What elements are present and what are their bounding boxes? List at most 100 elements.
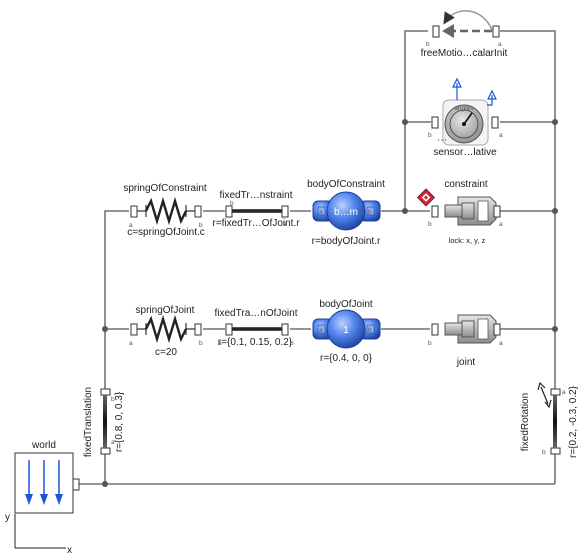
- world-axes-icon: [14, 514, 66, 549]
- constraint-port-b[interactable]: [431, 205, 439, 218]
- body-of-constraint-inner-label: b…m: [334, 207, 358, 218]
- spring-of-constraint-port-b-label: b: [199, 222, 203, 229]
- body-of-joint-inner-label: 1: [343, 325, 349, 336]
- sensor-port-a-label: a: [499, 132, 503, 139]
- joint-port-b-label: b: [428, 340, 432, 347]
- fixed-translation-joint-port-a[interactable]: [225, 323, 233, 336]
- free-motion-port-a-label: a: [498, 41, 502, 48]
- spring-of-constraint-port-a-label: a: [129, 222, 133, 229]
- spring-of-joint-component[interactable]: springOfJoint a b c=20: [129, 305, 203, 358]
- constraint-port-b-label: b: [428, 221, 432, 228]
- rotation-arrow-icon: [540, 386, 549, 405]
- body-of-constraint-param: r=bodyOfJoint.r: [312, 236, 381, 247]
- sensor-gauge-text: angles: [454, 105, 474, 112]
- joint-port-b[interactable]: [431, 323, 439, 336]
- constraint-label: constraint: [444, 179, 488, 190]
- joint-label: joint: [456, 357, 476, 368]
- world-frame-port[interactable]: [72, 478, 80, 491]
- sensor-dots: ⋯: [437, 135, 447, 146]
- fixed-translation-constraint-param: r=fixedTr…OfJoint.r: [212, 218, 300, 229]
- fixed-rotation-port-b-label: b: [542, 449, 546, 456]
- spring-of-joint-port-b-label: b: [199, 340, 203, 347]
- spring-of-constraint-port-a[interactable]: [130, 205, 138, 218]
- world-axis-y-label: y: [5, 512, 10, 523]
- constraint-lock-icon: [416, 188, 436, 207]
- rod-icon: [553, 395, 557, 448]
- spring-of-constraint-param: c=springOfJoint.c: [127, 227, 205, 238]
- body-of-joint-port-b-label: b: [368, 327, 372, 334]
- fixed-rotation-label: fixedRotation: [520, 393, 531, 451]
- free-motion-port-a[interactable]: [492, 25, 500, 38]
- fixed-rotation-param: r={0.2, -0.3, 0.2}: [568, 385, 579, 458]
- rod-icon: [103, 395, 107, 448]
- body-sphere-icon: [326, 309, 366, 349]
- fixed-translation-joint-port-b[interactable]: [281, 323, 289, 336]
- fixed-translation-joint-label: fixedTra…nOfJoint: [215, 308, 298, 319]
- fixed-rotation-port-a-label: a: [562, 389, 566, 396]
- world-label: world: [31, 440, 56, 451]
- body-of-constraint-port-a[interactable]: [317, 206, 326, 216]
- fixed-rotation-port-b[interactable]: [550, 447, 561, 455]
- spring-of-joint-param: c=20: [155, 347, 177, 358]
- fixed-translation-constraint-port-b[interactable]: [281, 205, 289, 218]
- fixed-translation-port-b-label: b: [111, 396, 115, 403]
- spring-of-joint-port-a-label: a: [129, 340, 133, 347]
- fixed-translation-joint-component[interactable]: fixedTra…nOfJoint a b r={0.1, 0.15, 0.2}: [215, 308, 298, 348]
- sensor-output-w-icon: [487, 89, 497, 100]
- joint-port-a[interactable]: [493, 323, 501, 336]
- free-motion-port-b[interactable]: [432, 25, 440, 38]
- spring-coil-icon: [144, 314, 188, 344]
- connection-wires: [76, 30, 556, 485]
- fixed-translation-constraint-port-b-label: a: [283, 221, 287, 228]
- fixed-translation-joint-param: r={0.1, 0.15, 0.2}: [218, 337, 293, 348]
- body-of-joint-port-a[interactable]: [317, 324, 326, 334]
- sensor-port-a[interactable]: [491, 116, 499, 129]
- body-of-joint-param: r={0.4, 0, 0}: [320, 353, 373, 364]
- free-motion-label: freeMotio…calarInit: [421, 48, 508, 59]
- free-motion-port-b-label: b: [426, 41, 430, 48]
- fixed-translation-constraint-port-a-label: b: [230, 200, 234, 207]
- fixed-translation-constraint-component[interactable]: fixedTr…nstraint b a r=fixedTr…OfJoint.r: [212, 190, 300, 229]
- fixed-translation-port-a[interactable]: [100, 447, 111, 455]
- joint-component[interactable]: b a joint: [428, 314, 503, 368]
- spring-of-constraint-component[interactable]: springOfConstraint a b c=springOfJoint.c: [123, 183, 207, 238]
- body-of-constraint-label: bodyOfConstraint: [307, 179, 385, 190]
- fixed-translation-component[interactable]: b a fixedTranslation r={0.8, 0, 0.3}: [83, 387, 125, 457]
- spring-of-constraint-label: springOfConstraint: [123, 183, 207, 194]
- joint-port-a-label: a: [499, 340, 503, 347]
- constraint-port-a[interactable]: [493, 205, 501, 218]
- fixed-translation-port-a-label: a: [111, 439, 115, 446]
- fixed-translation-port-b[interactable]: [100, 388, 111, 396]
- body-of-joint-port-b[interactable]: [366, 324, 375, 334]
- spring-coil-icon: [144, 196, 188, 226]
- fixed-rotation-port-a[interactable]: [550, 388, 561, 396]
- fixed-translation-joint-port-a-label: a: [218, 340, 222, 347]
- spring-of-joint-port-b[interactable]: [194, 323, 202, 336]
- constraint-component[interactable]: constraint b a lock: x, y, z: [416, 179, 503, 245]
- fixed-translation-param: r={0.8, 0, 0.3}: [114, 391, 125, 452]
- body-of-joint-label: bodyOfJoint: [319, 299, 373, 310]
- world-component[interactable]: world y x: [5, 440, 80, 556]
- body-of-constraint-component[interactable]: bodyOfConstraint a b b…m r=bodyOfJoint.r: [307, 179, 385, 247]
- sensor-port-b[interactable]: [431, 116, 439, 129]
- body-of-constraint-port-b[interactable]: [366, 206, 375, 216]
- fixed-translation-constraint-port-a[interactable]: [225, 205, 233, 218]
- relative-sensor-component[interactable]: angles b a ⋯ sensor…lative: [428, 77, 503, 158]
- body-of-joint-component[interactable]: bodyOfJoint a b 1 r={0.4, 0, 0}: [312, 299, 381, 364]
- connection-nodes: [102, 119, 558, 487]
- rod-icon: [232, 209, 282, 213]
- sensor-output-angles-icon: [452, 77, 462, 88]
- fixed-translation-constraint-label: fixedTr…nstraint: [220, 190, 293, 201]
- spring-of-joint-label: springOfJoint: [136, 305, 195, 316]
- body-sphere-icon: [326, 191, 366, 231]
- spring-of-joint-port-a[interactable]: [130, 323, 138, 336]
- free-motion-component[interactable]: b a freeMotio…calarInit: [421, 10, 508, 59]
- rod-icon: [232, 327, 282, 331]
- constraint-param: lock: x, y, z: [449, 236, 486, 245]
- body-of-constraint-port-b-label: b: [368, 209, 372, 216]
- constraint-port-a-label: a: [499, 221, 503, 228]
- body-of-constraint-port-a-label: a: [319, 209, 323, 216]
- spring-of-constraint-port-b[interactable]: [194, 205, 202, 218]
- fixed-rotation-component[interactable]: a b fixedRotation r={0.2, -0.3, 0.2}: [520, 381, 579, 458]
